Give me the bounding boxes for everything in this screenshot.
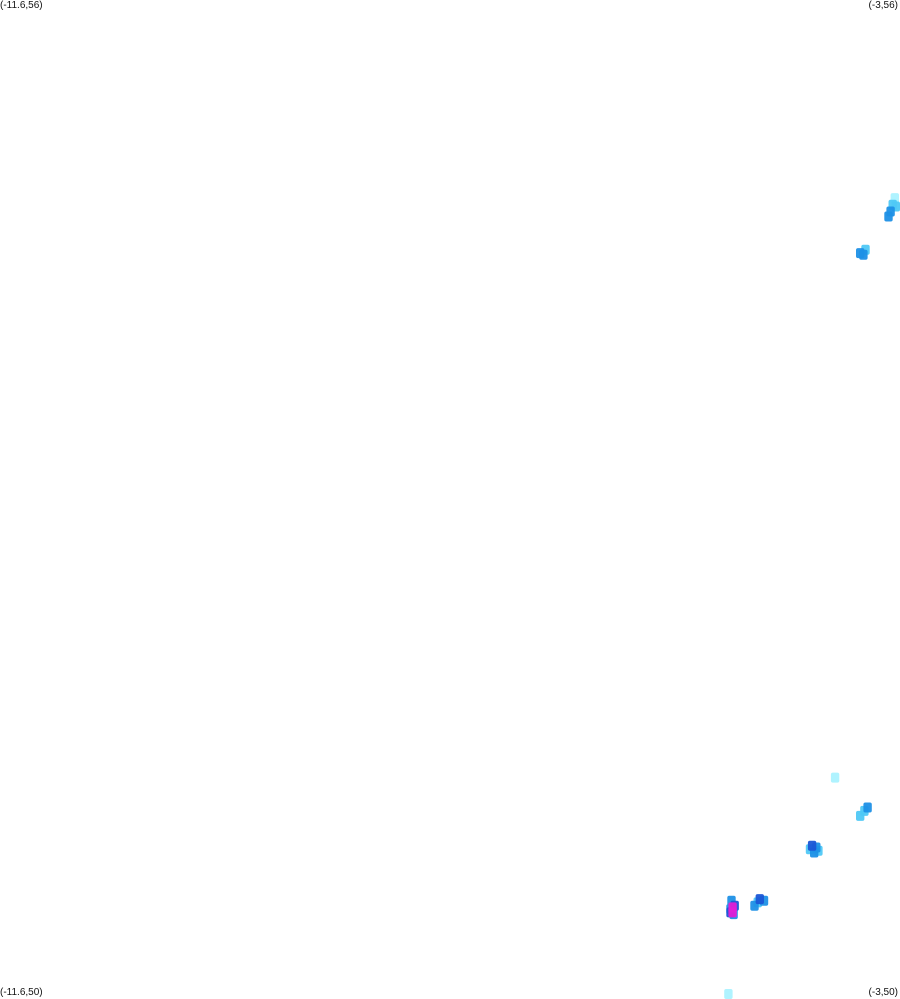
- heatmap-cell-low: [724, 989, 733, 999]
- corner-label-bottom-left: (-11.6,50): [0, 987, 43, 998]
- heatmap-cell-medium: [884, 211, 893, 222]
- heatmap-cell-high: [807, 840, 817, 851]
- heatmap-cell-medium: [856, 248, 865, 259]
- corner-label-top-right: (-3,56): [868, 0, 898, 11]
- heatmap-cell-high: [755, 894, 764, 905]
- heatmap-cell-low: [830, 772, 840, 783]
- heatmap-cell-medium: [863, 802, 872, 813]
- corner-label-top-left: (-11.6,56): [0, 0, 43, 11]
- heatmap-cell-medium_low: [856, 810, 865, 821]
- corner-label-bottom-right: (-3,50): [868, 987, 898, 998]
- heatmap-cell-peak: [728, 907, 737, 918]
